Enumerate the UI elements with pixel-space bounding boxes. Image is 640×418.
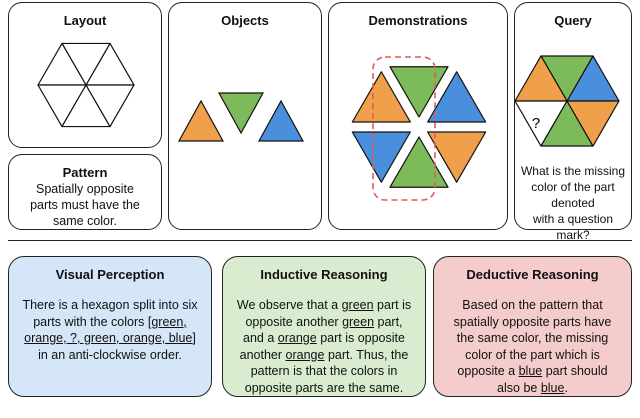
visual-perception-box: Visual Perception There is a hexagon spl… xyxy=(8,256,212,397)
inductive-reasoning-box: Inductive Reasoning We observe that a gr… xyxy=(222,256,426,397)
object-green-triangle xyxy=(217,92,265,135)
text-line: We observe that a green part is xyxy=(233,297,415,314)
text-segment: part is xyxy=(373,298,412,312)
demonstration-sector xyxy=(351,71,411,123)
pattern-panel: Pattern Spatially opposite parts must ha… xyxy=(8,154,162,230)
pattern-line: same color. xyxy=(53,214,117,228)
text-line: parts with the colors [green, xyxy=(19,314,201,331)
text-line: orange, ?, green, orange, blue] xyxy=(19,330,201,347)
text-segment: part. Thus, the xyxy=(324,347,409,362)
pattern-text: Spatially opposite parts must have the s… xyxy=(13,181,157,229)
query-hexagon: ? xyxy=(514,55,620,147)
text-segment: spatially opposite parts have xyxy=(453,314,612,329)
text-segment: color of the part which is xyxy=(465,347,600,362)
text-segment: the same color, the missing xyxy=(456,331,609,345)
demonstration-sector xyxy=(427,71,487,123)
underlined-term: orange xyxy=(285,347,325,362)
inductive-reasoning-title: Inductive Reasoning xyxy=(260,267,388,282)
text-line: opposite a blue part should xyxy=(444,363,621,380)
deductive-reasoning-title: Deductive Reasoning xyxy=(466,267,599,282)
text-line: Based on the pattern that xyxy=(444,297,621,314)
demonstrations-exploded-hexagon xyxy=(351,56,487,201)
text-line: opposite another green part, xyxy=(233,314,415,331)
text-line: pattern is that the colors in xyxy=(233,363,415,380)
query-title: Query xyxy=(554,13,592,28)
underlined-term: green xyxy=(341,298,374,312)
demonstrations-panel: Demonstrations xyxy=(328,2,508,230)
text-segment: part is opposite xyxy=(316,331,405,345)
text-segment: There is a hexagon split into six xyxy=(22,298,198,312)
text-segment: parts with the colors xyxy=(33,314,148,329)
underlined-term: [green, xyxy=(147,314,187,329)
text-segment: opposite parts are the same. xyxy=(244,380,404,395)
underlined-term: orange, ?, green, orange, blue] xyxy=(24,331,196,345)
layout-panel: Layout xyxy=(8,2,162,148)
query-panel: Query ? What is the missing color of the… xyxy=(514,2,632,242)
demonstration-sector xyxy=(351,131,411,183)
underlined-term: green xyxy=(342,314,375,329)
visual-perception-text: There is a hexagon split into six parts w… xyxy=(19,297,201,363)
underlined-term: orange xyxy=(277,331,317,345)
pattern-line: parts must have the xyxy=(30,198,140,212)
object-orange-triangle xyxy=(177,99,225,142)
underlined-term: blue xyxy=(540,380,565,395)
text-line: spatially opposite parts have xyxy=(444,314,621,331)
text-line: color of the part which is xyxy=(444,347,621,364)
text-line: and a orange part is opposite xyxy=(233,330,415,347)
layout-title: Layout xyxy=(63,13,107,28)
query-line: color of the part denoted xyxy=(531,180,615,210)
query-question: What is the missing color of the part de… xyxy=(517,163,629,243)
text-segment: pattern is that the colors in xyxy=(250,364,398,378)
text-segment: also be xyxy=(497,380,541,395)
section-divider xyxy=(8,240,632,241)
text-line: opposite parts are the same. xyxy=(233,380,415,397)
text-segment: . xyxy=(564,380,568,395)
deductive-reasoning-box: Deductive Reasoning Based on the pattern… xyxy=(433,256,632,397)
deductive-reasoning-text: Based on the pattern that spatially oppos… xyxy=(444,297,621,396)
text-segment: Based on the pattern that xyxy=(462,298,603,312)
underlined-term: blue xyxy=(518,364,543,378)
text-line: also be blue. xyxy=(444,380,621,397)
query-line: with a question mark? xyxy=(532,212,614,242)
pattern-title: Pattern xyxy=(62,165,108,180)
objects-panel: Objects xyxy=(168,2,322,230)
text-segment: opposite a xyxy=(457,364,519,378)
visual-perception-title: Visual Perception xyxy=(55,267,165,282)
demonstrations-title: Demonstrations xyxy=(368,13,468,28)
query-line: What is the missing xyxy=(520,164,626,178)
text-segment: opposite another xyxy=(245,314,343,329)
text-line: another orange part. Thus, the xyxy=(233,347,415,364)
layout-hexagon xyxy=(37,42,135,128)
highlight-dashed-box xyxy=(372,56,436,201)
demonstration-sector xyxy=(427,131,487,183)
text-segment: part, xyxy=(374,314,403,329)
missing-part-mark: ? xyxy=(532,115,540,132)
demonstration-sector xyxy=(389,136,449,188)
object-blue-triangle xyxy=(257,99,305,142)
layout-hexagon-sector xyxy=(85,84,135,128)
text-line: There is a hexagon split into six xyxy=(19,297,201,314)
demonstration-sector xyxy=(389,66,449,118)
text-segment: another xyxy=(239,347,286,362)
objects-shapes xyxy=(177,92,305,142)
objects-title: Objects xyxy=(221,13,269,28)
text-segment: We observe that a xyxy=(236,298,342,312)
text-line: in an anti-clockwise order. xyxy=(19,347,201,364)
query-hexagon-sector xyxy=(566,100,620,147)
text-segment: in an anti-clockwise order. xyxy=(38,347,182,362)
pattern-line: Spatially opposite xyxy=(36,182,134,196)
text-line: the same color, the missing xyxy=(444,330,621,347)
text-segment: part should xyxy=(542,364,608,378)
text-segment: and a xyxy=(243,331,278,345)
